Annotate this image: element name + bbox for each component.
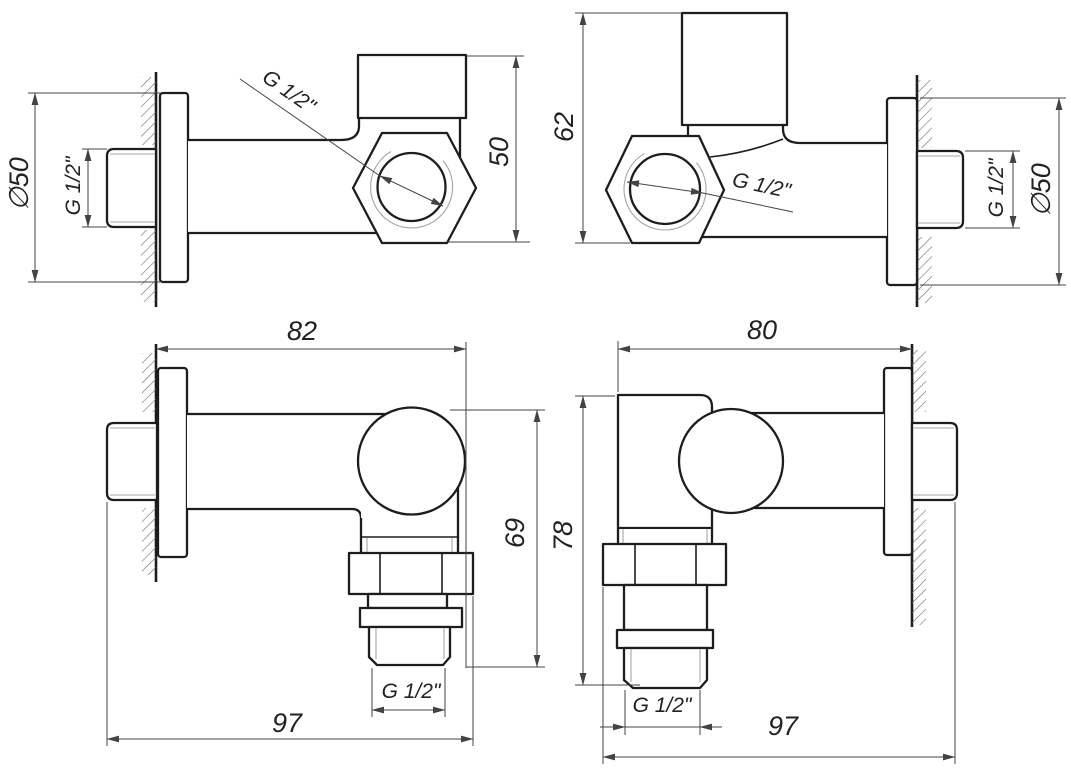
valve-body-fill bbox=[700, 143, 887, 237]
ball-handle-circle bbox=[356, 406, 467, 516]
inlet-nipple bbox=[915, 149, 965, 230]
outlet-block bbox=[680, 11, 789, 127]
outlet-collar bbox=[358, 606, 464, 629]
outlet-block bbox=[356, 53, 468, 120]
union-nut bbox=[347, 551, 475, 596]
dim-height: 69 bbox=[500, 518, 530, 548]
mounting-flange bbox=[158, 91, 190, 284]
leader-line bbox=[702, 192, 794, 213]
wall-hatching bbox=[917, 237, 932, 303]
diameter-line bbox=[379, 175, 444, 207]
wall-hatching bbox=[912, 350, 926, 412]
outlet-collar bbox=[615, 628, 715, 650]
neck-fill bbox=[619, 529, 711, 544]
view-bottom-right-angle-valve-front: 80 78 G 1/2" 97 bbox=[548, 315, 959, 764]
view-top-left-angle-valve-side: ∅50 G 1/2" G 1/2" 50 bbox=[4, 53, 530, 307]
outlet-thread-end bbox=[367, 625, 452, 667]
leader-line bbox=[239, 78, 381, 177]
view-bottom-left-angle-valve-front: 82 69 G 1/2" 97 bbox=[105, 316, 545, 746]
valve-body-top-edge bbox=[188, 118, 361, 142]
mounting-flange bbox=[885, 96, 919, 287]
dim-outlet-thread: G 1/2" bbox=[382, 680, 442, 703]
view-top-right-angle-valve-side: 62 G 1/2" G 1/2" ∅50 bbox=[549, 11, 1066, 307]
mounting-flange bbox=[156, 366, 189, 559]
wall-hatching bbox=[142, 508, 156, 575]
wall-hatching bbox=[141, 230, 156, 302]
body-fillet-arc bbox=[709, 138, 784, 158]
dim-overall-width: 97 bbox=[272, 708, 303, 738]
dim-inlet-thread: G 1/2" bbox=[62, 155, 85, 215]
inlet-nipple bbox=[105, 421, 159, 502]
wall-hatching bbox=[917, 80, 932, 148]
thread-bore-circle bbox=[376, 151, 447, 223]
valve-body-top-edge bbox=[781, 125, 887, 145]
diameter-line bbox=[626, 180, 704, 195]
valve-body-bottom-edge bbox=[187, 507, 363, 519]
ball-handle-circle bbox=[677, 407, 785, 515]
dim-overall-width: 97 bbox=[768, 711, 799, 741]
wall-hatching bbox=[141, 77, 156, 145]
inlet-nipple bbox=[910, 421, 959, 502]
mounting-flange bbox=[882, 366, 914, 557]
dim-inlet-thread: G 1/2" bbox=[985, 157, 1008, 217]
outlet-thread-end bbox=[622, 646, 709, 690]
dim-outlet-thread: G 1/2" bbox=[633, 694, 693, 717]
dim-height: 62 bbox=[549, 112, 579, 142]
inlet-nipple bbox=[105, 147, 158, 229]
dim-height: 78 bbox=[548, 521, 578, 551]
valve-body-fill bbox=[187, 414, 405, 509]
dim-flange-diameter: ∅50 bbox=[1026, 163, 1056, 217]
dim-width: 80 bbox=[747, 315, 777, 345]
thread-arc bbox=[623, 153, 707, 231]
dim-outlet-thread: G 1/2" bbox=[258, 65, 321, 118]
thread-bore-circle bbox=[628, 152, 702, 226]
valve-body-fill bbox=[188, 140, 400, 233]
outlet-pipe bbox=[366, 592, 449, 610]
dim-width: 82 bbox=[287, 316, 317, 346]
dim-height: 50 bbox=[484, 137, 514, 167]
wall-hatching bbox=[142, 353, 156, 412]
outlet-pipe bbox=[622, 583, 709, 632]
union-nut bbox=[601, 542, 728, 587]
wall-hatching bbox=[912, 508, 926, 625]
dim-flange-diameter: ∅50 bbox=[4, 157, 34, 211]
thread-arc bbox=[370, 151, 454, 229]
